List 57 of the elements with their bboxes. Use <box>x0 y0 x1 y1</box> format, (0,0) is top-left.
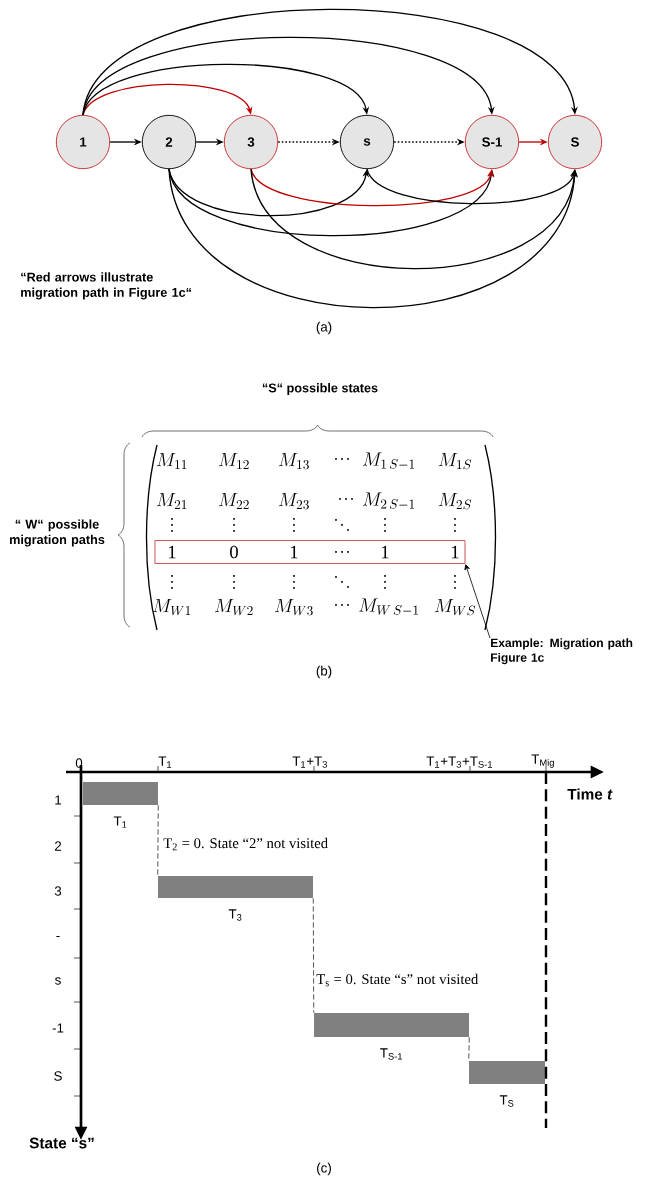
arrow <box>366 168 577 205</box>
tick-label: T$_{1}$+T$_{3}$ <box>292 756 327 768</box>
annotation-text: T$_{2}$ = 0. State “2” not visited <box>163 837 328 851</box>
matrix-entry: $M_{W3}$ <box>274 599 313 616</box>
tick-label: 3 <box>54 886 62 896</box>
highlighted-row: 1 0 1 1 1 <box>154 540 466 564</box>
tick-label: -1 <box>52 1023 64 1033</box>
arrow <box>168 168 578 309</box>
tick-label: - <box>56 936 60 937</box>
tick-label: T$_{1}$+T$_{3}$+T$_{S-1}$ <box>426 756 493 768</box>
arrow <box>250 168 494 207</box>
matrix-entry: $M_{2S}$ <box>438 493 472 510</box>
bar-label: T$_{1}$ <box>113 816 127 828</box>
axis-title: Time t <box>567 788 613 800</box>
matrix-entry: $M_{12}$ <box>218 453 249 469</box>
duration-bar <box>314 1013 469 1037</box>
matrix-entry: $M_{13}$ <box>278 453 309 470</box>
matrix-entry: $M_{23}$ <box>278 493 309 510</box>
axis-title: State “s” <box>29 1137 94 1149</box>
leader-line <box>464 564 491 639</box>
matrix-entry: $M_{WS}$ <box>434 599 476 616</box>
tick-label: 2 <box>54 841 62 851</box>
tick-label: s <box>55 977 61 985</box>
duration-bar <box>83 782 158 805</box>
bar-label: T$_{S-1}$ <box>380 1048 403 1060</box>
arrow <box>82 8 578 116</box>
matrix-entry: $M_{1S}$ <box>438 453 472 470</box>
tick-label: T$_{Mig}$ <box>531 754 554 768</box>
panel-label: (a) <box>316 321 332 335</box>
matrix-entry: $M_{11}$ <box>156 453 187 469</box>
brace-label: “ W“ possible migration paths <box>10 519 105 547</box>
arrow <box>82 83 253 116</box>
matrix-entry: $M_{W1}$ <box>152 599 191 616</box>
panel-label: (c) <box>317 1162 331 1176</box>
note-text: “Red arrows illustrate migration path in Figure 1c“ <box>21 272 192 300</box>
annotation-text: T$_{s}$ = 0. State “s” not visited <box>316 973 479 987</box>
matrix-entry: $M_{2\,S-1}$ <box>363 492 415 509</box>
matrix-entry: $M_{22}$ <box>218 493 249 509</box>
panel-label: (b) <box>316 665 332 679</box>
matrix-entry: $M_{21}$ <box>156 493 187 509</box>
step-line <box>312 897 315 1014</box>
arrow <box>82 36 495 116</box>
matrix-entry: $M_{W2}$ <box>214 599 253 616</box>
duration-bar <box>158 876 313 898</box>
step-line <box>157 804 159 877</box>
tick-label: S <box>54 1071 62 1081</box>
bar-label: T$_{S}$ <box>499 1095 514 1107</box>
brace-label: “S“ possible states <box>262 383 378 395</box>
bar-label: T$_{3}$ <box>228 909 242 921</box>
step-line <box>468 1036 470 1062</box>
callout-text: Example: Migration path Figure 1c <box>491 638 633 665</box>
arrow <box>82 63 370 116</box>
duration-bar <box>469 1061 545 1084</box>
tick-label: T$_{1}$ <box>158 756 172 768</box>
tick-label: 1 <box>55 795 62 805</box>
matrix-entry: $M_{1\,S-1}$ <box>363 452 415 469</box>
matrix-entry: $M_{W\,S-1}$ <box>359 598 418 615</box>
